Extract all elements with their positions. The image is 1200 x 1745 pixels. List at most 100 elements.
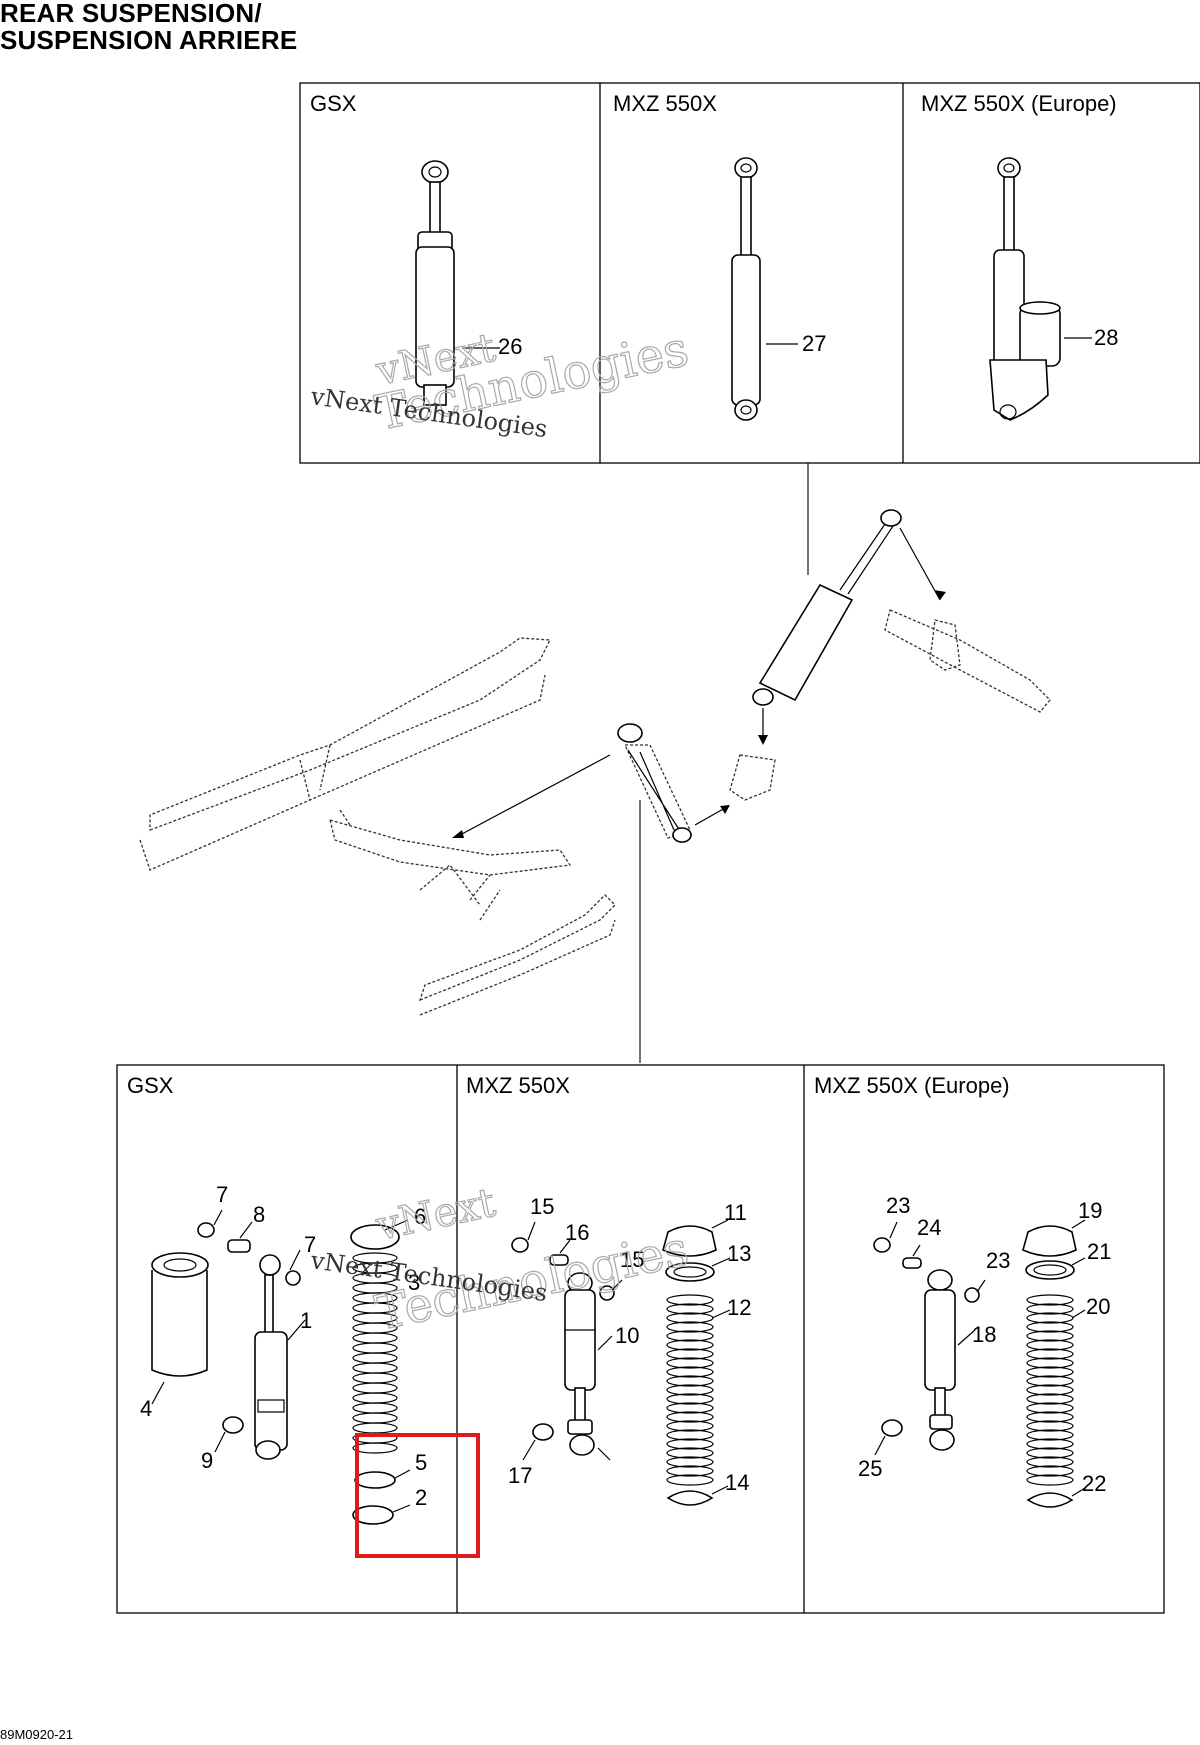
top-panel-mxz-label: MXZ 550X xyxy=(613,91,717,116)
spring-coil xyxy=(666,1429,714,1441)
part-label-4: 4 xyxy=(140,1396,152,1421)
bottom-panel-mxz-europe-label: MXZ 550X (Europe) xyxy=(814,1073,1010,1098)
watermark-bottom: vNext Technologies vNext Technologies xyxy=(308,1179,694,1342)
spring-coil xyxy=(1026,1429,1074,1441)
spring-coil xyxy=(666,1474,714,1486)
bottom-panel-frame xyxy=(116,1064,1165,1614)
part-label-9: 9 xyxy=(201,1448,213,1473)
part-label-7b: 7 xyxy=(304,1232,316,1257)
spring-coil xyxy=(1026,1348,1074,1360)
spring-coil xyxy=(352,1392,398,1404)
suspension-assembly-illustration xyxy=(139,509,1051,1016)
part-label-1: 1 xyxy=(300,1308,312,1333)
spring-coil xyxy=(1026,1438,1074,1450)
spring-coil xyxy=(352,1372,398,1384)
spring-coil xyxy=(352,1402,398,1414)
gsx-spring-rings xyxy=(352,1469,411,1525)
part-label-28: 28 xyxy=(1094,325,1118,350)
part-label-6: 6 xyxy=(414,1204,426,1229)
page-title-line-2: SUSPENSION ARRIERE xyxy=(0,25,298,55)
spring-coil xyxy=(352,1342,398,1354)
spring-coil xyxy=(1026,1393,1074,1405)
svg-text:vNext: vNext xyxy=(372,1180,500,1250)
gsx-coil-spring xyxy=(352,1252,398,1454)
spring-coil xyxy=(1026,1456,1074,1468)
spring-coil xyxy=(1026,1357,1074,1369)
part-label-23b: 23 xyxy=(986,1248,1010,1273)
part-label-17: 17 xyxy=(508,1463,532,1488)
spring-coil xyxy=(352,1412,398,1424)
part-label-11: 11 xyxy=(724,1200,747,1225)
part-label-27: 27 xyxy=(802,331,826,356)
shock-absorber-28 xyxy=(989,157,1092,421)
part-label-7a: 7 xyxy=(216,1182,228,1207)
part-label-19: 19 xyxy=(1078,1198,1102,1223)
spring-coil xyxy=(352,1352,398,1364)
part-label-8: 8 xyxy=(253,1202,265,1227)
spring-coil xyxy=(1026,1474,1074,1486)
spring-coil xyxy=(666,1348,714,1360)
spring-coil xyxy=(666,1393,714,1405)
spring-coil xyxy=(666,1384,714,1396)
spring-coil xyxy=(1026,1465,1074,1477)
top-panel-mxz-europe-label: MXZ 550X (Europe) xyxy=(921,91,1117,116)
spring-coil xyxy=(352,1442,398,1454)
spring-coil xyxy=(666,1357,714,1369)
gsx-shock-parts xyxy=(151,1209,409,1460)
spring-coil xyxy=(1026,1294,1074,1306)
spring-coil xyxy=(1026,1339,1074,1351)
part-label-10: 10 xyxy=(615,1323,639,1348)
mxz-shock-parts xyxy=(511,1219,731,1506)
spring-coil xyxy=(1026,1312,1074,1324)
spring-coil xyxy=(666,1312,714,1324)
part-label-21: 21 xyxy=(1087,1239,1111,1264)
mxz-europe-coil-spring xyxy=(1026,1294,1074,1486)
bottom-panel-gsx-label: GSX xyxy=(127,1073,174,1098)
spring-coil xyxy=(666,1294,714,1306)
drawing-code: 89M0920-21 xyxy=(0,1727,73,1742)
bottom-panel-mxz-label: MXZ 550X xyxy=(466,1073,570,1098)
part-label-2: 2 xyxy=(415,1485,427,1510)
shock-absorber-26 xyxy=(415,160,500,406)
top-panel-frame xyxy=(299,82,1200,464)
part-label-5: 5 xyxy=(415,1450,427,1475)
spring-coil xyxy=(666,1330,714,1342)
spring-coil xyxy=(666,1303,714,1315)
shock-absorber-27 xyxy=(731,157,798,421)
spring-coil xyxy=(666,1339,714,1351)
spring-coil xyxy=(1026,1321,1074,1333)
spring-coil xyxy=(1026,1447,1074,1459)
part-label-23a: 23 xyxy=(886,1193,910,1218)
spring-coil xyxy=(352,1422,398,1434)
part-label-16: 16 xyxy=(565,1220,589,1245)
part-label-25: 25 xyxy=(858,1456,882,1481)
spring-coil xyxy=(666,1321,714,1333)
spring-coil xyxy=(1026,1303,1074,1315)
top-panel-gsx-label: GSX xyxy=(310,91,357,116)
mxz-europe-shock-parts xyxy=(873,1219,1086,1508)
spring-coil xyxy=(1026,1375,1074,1387)
spring-coil xyxy=(352,1382,398,1394)
spring-coil xyxy=(352,1362,398,1374)
part-label-15b: 15 xyxy=(620,1247,644,1272)
part-label-14: 14 xyxy=(725,1470,749,1495)
part-label-13: 13 xyxy=(727,1241,751,1266)
part-label-12: 12 xyxy=(727,1295,751,1320)
spring-coil xyxy=(1026,1420,1074,1432)
page-title-line-1: REAR SUSPENSION/ xyxy=(0,0,262,28)
spring-coil xyxy=(666,1366,714,1378)
spring-coil xyxy=(666,1438,714,1450)
spring-coil xyxy=(1026,1330,1074,1342)
part-label-15a: 15 xyxy=(530,1194,554,1219)
spring-coil xyxy=(1026,1402,1074,1414)
part-label-22: 22 xyxy=(1082,1471,1106,1496)
spring-coil xyxy=(1026,1366,1074,1378)
mxz-coil-spring xyxy=(666,1294,714,1486)
spring-coil xyxy=(666,1402,714,1414)
spring-coil xyxy=(1026,1411,1074,1423)
part-label-20: 20 xyxy=(1086,1294,1110,1319)
spring-coil xyxy=(666,1465,714,1477)
part-label-18: 18 xyxy=(972,1322,996,1347)
part-label-3: 3 xyxy=(408,1270,420,1295)
